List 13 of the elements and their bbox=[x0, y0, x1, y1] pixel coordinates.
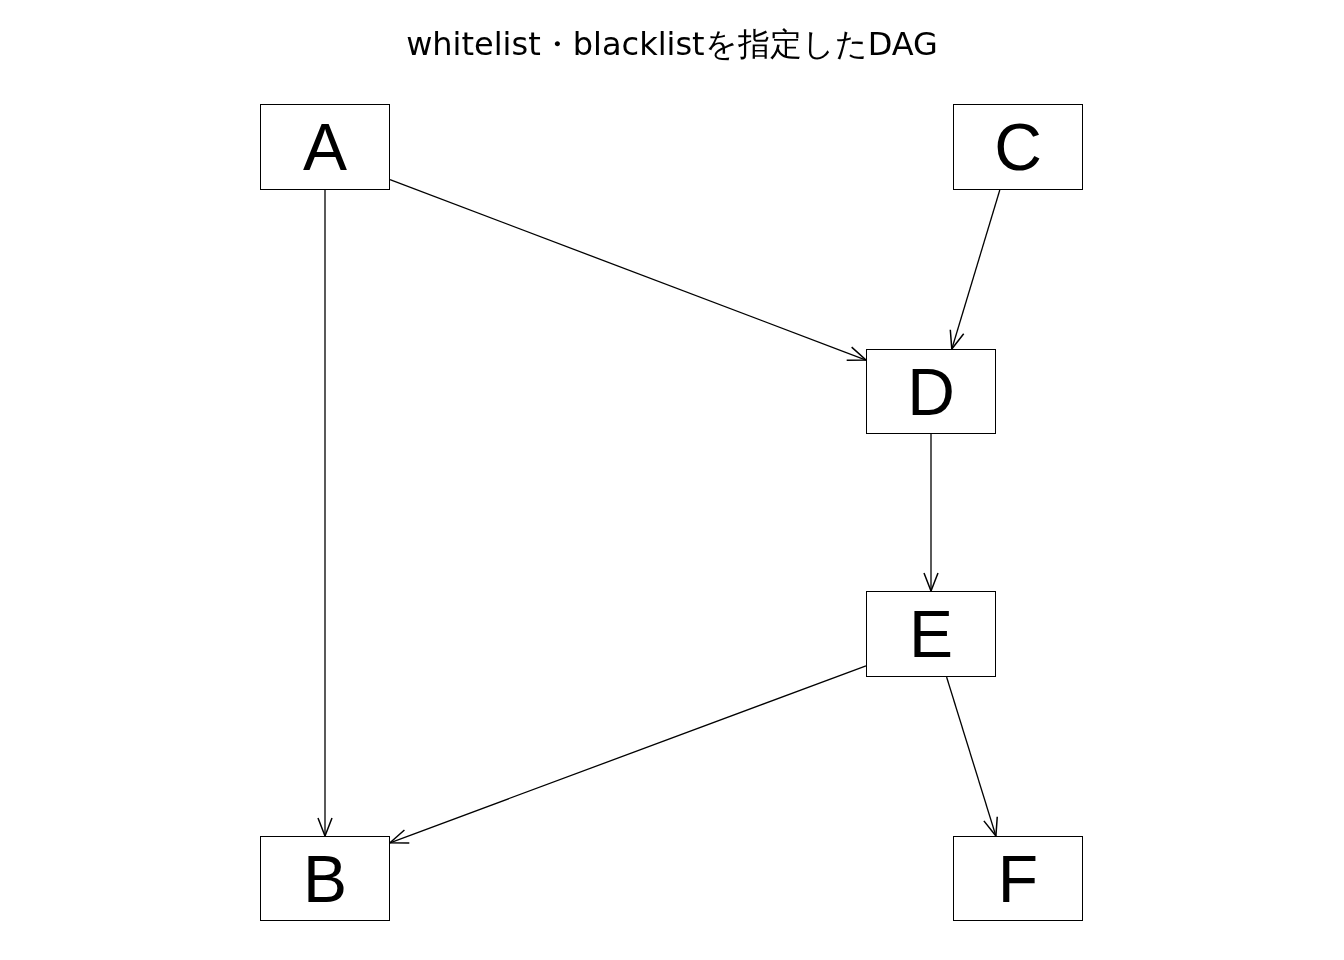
arrow bbox=[389, 179, 867, 361]
node-box: A bbox=[260, 104, 390, 190]
node-box: E bbox=[866, 591, 996, 677]
arrow bbox=[923, 433, 939, 592]
node-box: C bbox=[953, 104, 1083, 190]
title: whitelist・blacklistを指定したDAG bbox=[406, 24, 938, 65]
node-box: D bbox=[866, 349, 996, 434]
node-box: F bbox=[953, 836, 1083, 921]
arrow bbox=[317, 189, 333, 837]
arrow bbox=[949, 189, 1001, 350]
arrow bbox=[945, 676, 998, 837]
node-box: B bbox=[260, 836, 390, 921]
arrow bbox=[389, 665, 867, 844]
